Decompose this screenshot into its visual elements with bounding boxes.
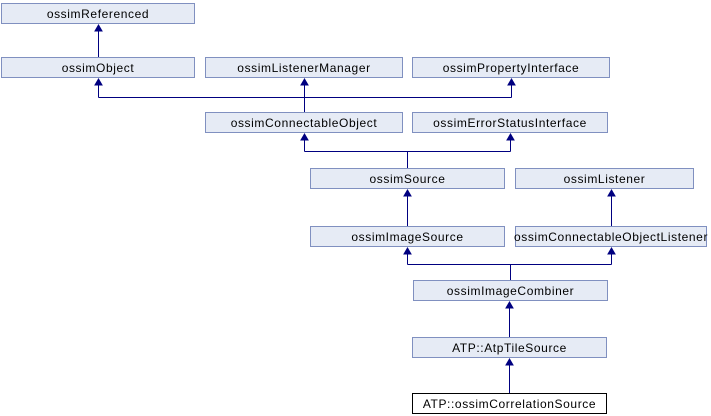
node-ossim-image-source[interactable]: ossimImageSource — [310, 226, 505, 247]
edge-arrowhead — [507, 78, 516, 86]
node-atp-ossim-correlation-source: ATP::ossimCorrelationSource — [412, 393, 607, 414]
node-ossim-image-combiner[interactable]: ossimImageCombiner — [413, 280, 608, 301]
node-ossim-property-interface[interactable]: ossimPropertyInterface — [412, 57, 610, 78]
node-ossim-connectable-object[interactable]: ossimConnectableObject — [205, 112, 403, 133]
node-ossim-error-status-interface[interactable]: ossimErrorStatusInterface — [412, 112, 608, 133]
edge-arrowhead — [403, 247, 412, 255]
node-ossim-source[interactable]: ossimSource — [310, 168, 505, 189]
node-atp-atp-tile-source[interactable]: ATP::AtpTileSource — [412, 337, 607, 358]
edge-arrowhead — [505, 301, 514, 309]
edge-arrowhead — [607, 189, 616, 197]
edge-arrowhead — [300, 133, 309, 141]
node-ossim-referenced[interactable]: ossimReferenced — [1, 3, 195, 24]
node-ossim-connectable-object-listener[interactable]: ossimConnectableObjectListener — [514, 226, 707, 247]
edge-arrowhead — [94, 78, 103, 86]
edge-arrowhead — [300, 78, 309, 86]
edge-arrowhead — [403, 189, 412, 197]
node-ossim-listener[interactable]: ossimListener — [515, 168, 694, 189]
edge-arrowhead — [607, 247, 616, 255]
edge-arrowhead — [506, 133, 515, 141]
node-ossim-object[interactable]: ossimObject — [1, 57, 195, 78]
edge-arrowhead — [94, 24, 103, 32]
node-ossim-listener-manager[interactable]: ossimListenerManager — [205, 57, 403, 78]
edge-arrowhead — [505, 358, 514, 366]
